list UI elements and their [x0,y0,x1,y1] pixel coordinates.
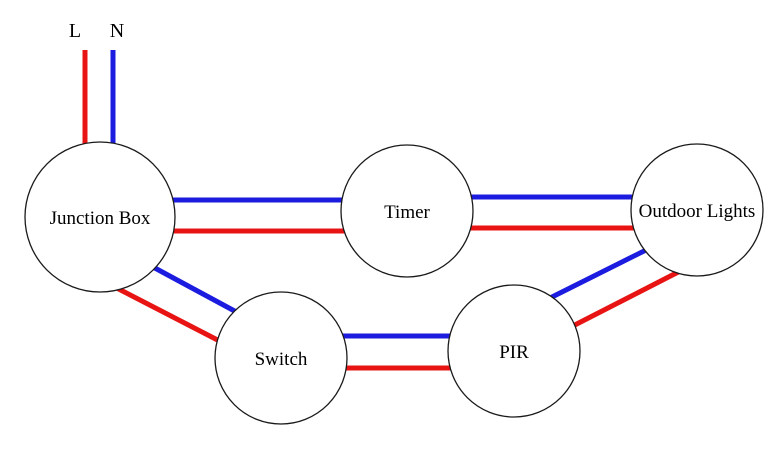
node-label-pir: PIR [499,342,529,363]
node-junction-box [24,141,176,293]
supply-labels: L N [69,20,124,42]
node-label-outdoor-lights: Outdoor Lights [639,201,756,222]
supply-live-label: L [69,20,81,42]
wires [82,50,692,371]
wire-neutral-pir-to-outdoor-lights [538,240,662,306]
node-label-junction-box: Junction Box [50,208,151,229]
node-pir [447,284,581,418]
node-switch [214,291,348,425]
supply-neutral-label: N [110,20,124,42]
node-labels: Junction Box Timer Outdoor Lights Switch… [50,201,756,370]
node-label-switch: Switch [255,349,308,370]
node-outdoor-lights [630,143,764,277]
node-label-timer: Timer [384,202,430,223]
node-timer [340,144,474,278]
nodes [24,141,764,425]
wire-live-junction-box-to-switch [103,279,237,352]
wire-live-pir-to-outdoor-lights [563,263,692,333]
